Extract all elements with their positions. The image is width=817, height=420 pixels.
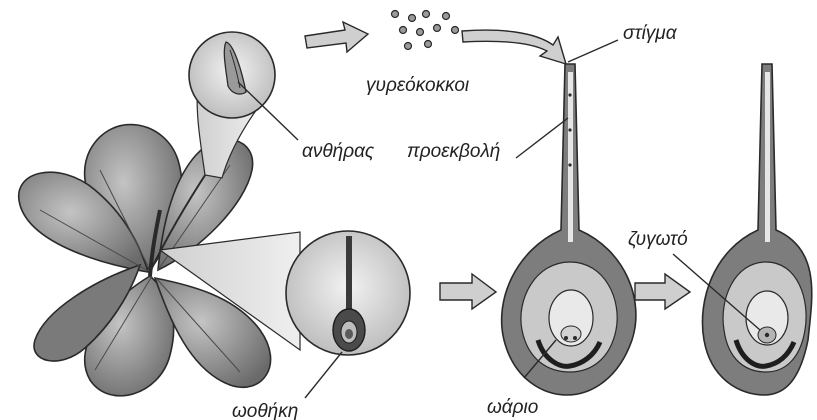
ovule-label: ωάριο: [487, 398, 538, 417]
stigma-leader: [568, 40, 618, 62]
pollen-grains: [392, 11, 459, 50]
ovary-magnifier: [286, 231, 410, 355]
arrow-pollen-to-stigma: [462, 30, 566, 64]
pistil-1-tube: [568, 72, 573, 242]
arrow-to-fertilization: [440, 274, 496, 309]
magnified-style: [346, 236, 352, 314]
anther-label: ανθήρας: [302, 142, 374, 161]
stigma-label: στίγμα: [623, 24, 677, 43]
pollen-tube-label: προεκβολή: [407, 142, 500, 161]
arrow-to-zygote: [635, 274, 690, 309]
pollen-label: γυρεόκοκκοι: [366, 76, 469, 95]
zygote-label: ζυγωτό: [628, 230, 688, 249]
pistil-2-tube: [765, 72, 770, 242]
arrow-anther-to-pollen: [305, 22, 368, 52]
pistil-zygote: [702, 64, 811, 395]
pollen-tube-leader: [516, 118, 568, 158]
ovary-label: ωοθήκη: [232, 402, 298, 420]
ovary-leader: [305, 352, 342, 398]
pistil-pollen-tube: [502, 64, 636, 395]
